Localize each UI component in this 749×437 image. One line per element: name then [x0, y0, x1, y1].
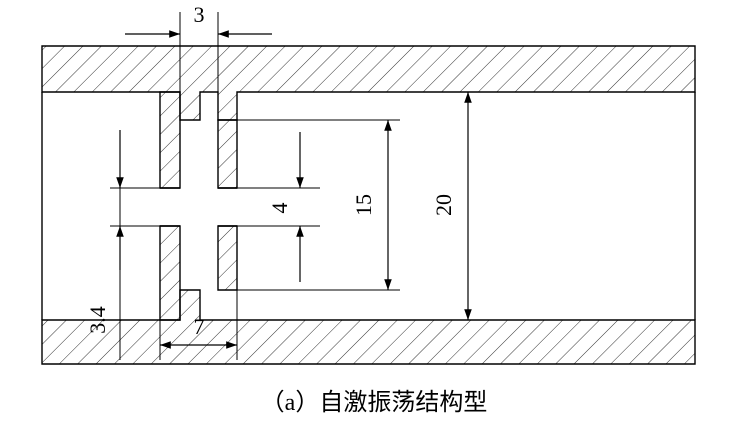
bottom-wall: [41, 289, 696, 365]
dim-20-label: 20: [431, 194, 456, 216]
figure-caption: （a）自激振荡结构型: [261, 389, 488, 416]
lower-left-block: [159, 225, 181, 321]
dimension-arrows: [116, 30, 472, 349]
top-wall: [41, 45, 696, 121]
dim-3-label: 3: [194, 2, 205, 27]
dim-7-label: 7: [194, 314, 205, 339]
upper-right-block: [217, 119, 238, 189]
dim-15-label: 15: [351, 194, 376, 216]
lower-right-block: [217, 225, 238, 291]
channel-outline: [41, 92, 696, 320]
dim-34-label: 3.4: [85, 306, 110, 334]
dim-4-label: 4: [267, 203, 292, 214]
upper-left-block: [159, 91, 181, 189]
